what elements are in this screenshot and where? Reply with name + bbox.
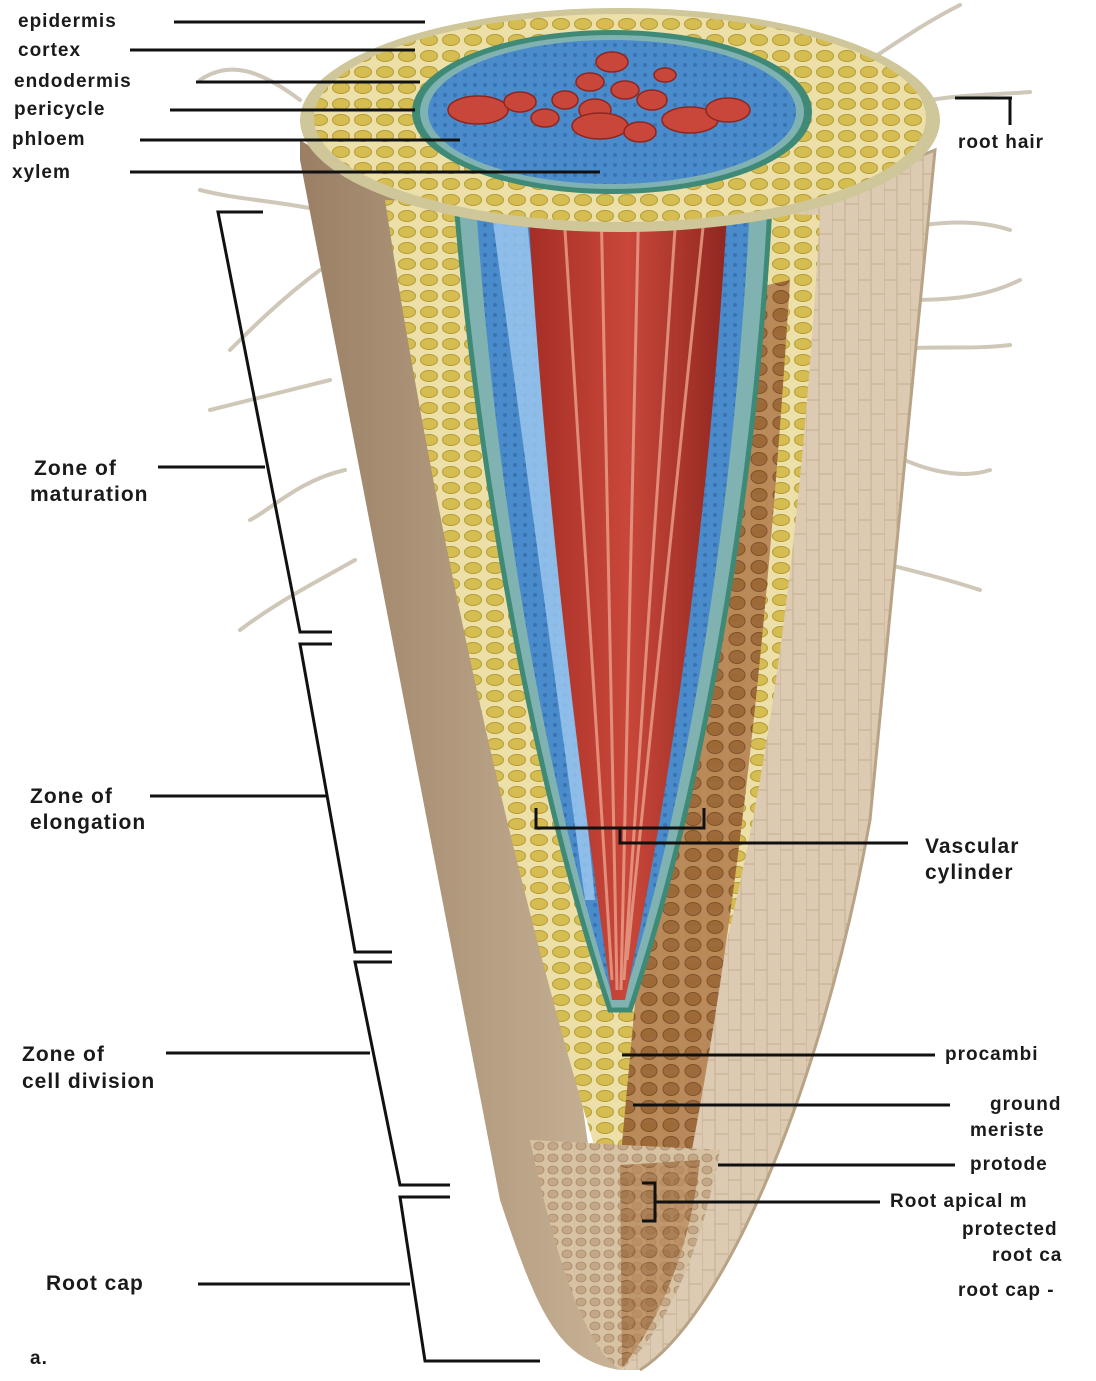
- label-panel-a: a.: [30, 1344, 48, 1373]
- label-ground-meristem-line2: meriste: [970, 1116, 1045, 1145]
- cross-section: [300, 8, 940, 232]
- label-zone-maturation-line1: Zone of: [34, 455, 117, 483]
- label-root-hair: root hair: [958, 128, 1044, 157]
- label-apical-meristem-line2: protected: [962, 1215, 1058, 1244]
- label-root-cap: Root cap: [46, 1270, 144, 1298]
- label-xylem: xylem: [12, 158, 71, 187]
- label-vascular-line2: cylinder: [925, 859, 1014, 887]
- label-ground-meristem-line1: ground: [990, 1090, 1061, 1119]
- label-pericycle: pericycle: [14, 95, 105, 124]
- label-cortex: cortex: [18, 36, 81, 65]
- label-vascular-line1: Vascular: [925, 833, 1019, 861]
- label-zone-division-line1: Zone of: [22, 1041, 105, 1069]
- label-zone-elongation-line2: elongation: [30, 809, 146, 837]
- label-endodermis: endodermis: [14, 67, 132, 96]
- label-procambium: procambi: [945, 1040, 1039, 1069]
- label-zone-division-line2: cell division: [22, 1068, 155, 1096]
- label-epidermis: epidermis: [18, 7, 117, 36]
- label-apical-meristem-line3: root ca: [992, 1241, 1062, 1270]
- label-protoderm: protode: [970, 1150, 1048, 1179]
- label-zone-elongation-line1: Zone of: [30, 783, 113, 811]
- label-apical-meristem-line1: Root apical m: [890, 1187, 1028, 1216]
- label-zone-maturation-line2: maturation: [30, 481, 149, 509]
- label-root-cap-right: root cap -: [958, 1276, 1055, 1305]
- label-phloem: phloem: [12, 125, 86, 154]
